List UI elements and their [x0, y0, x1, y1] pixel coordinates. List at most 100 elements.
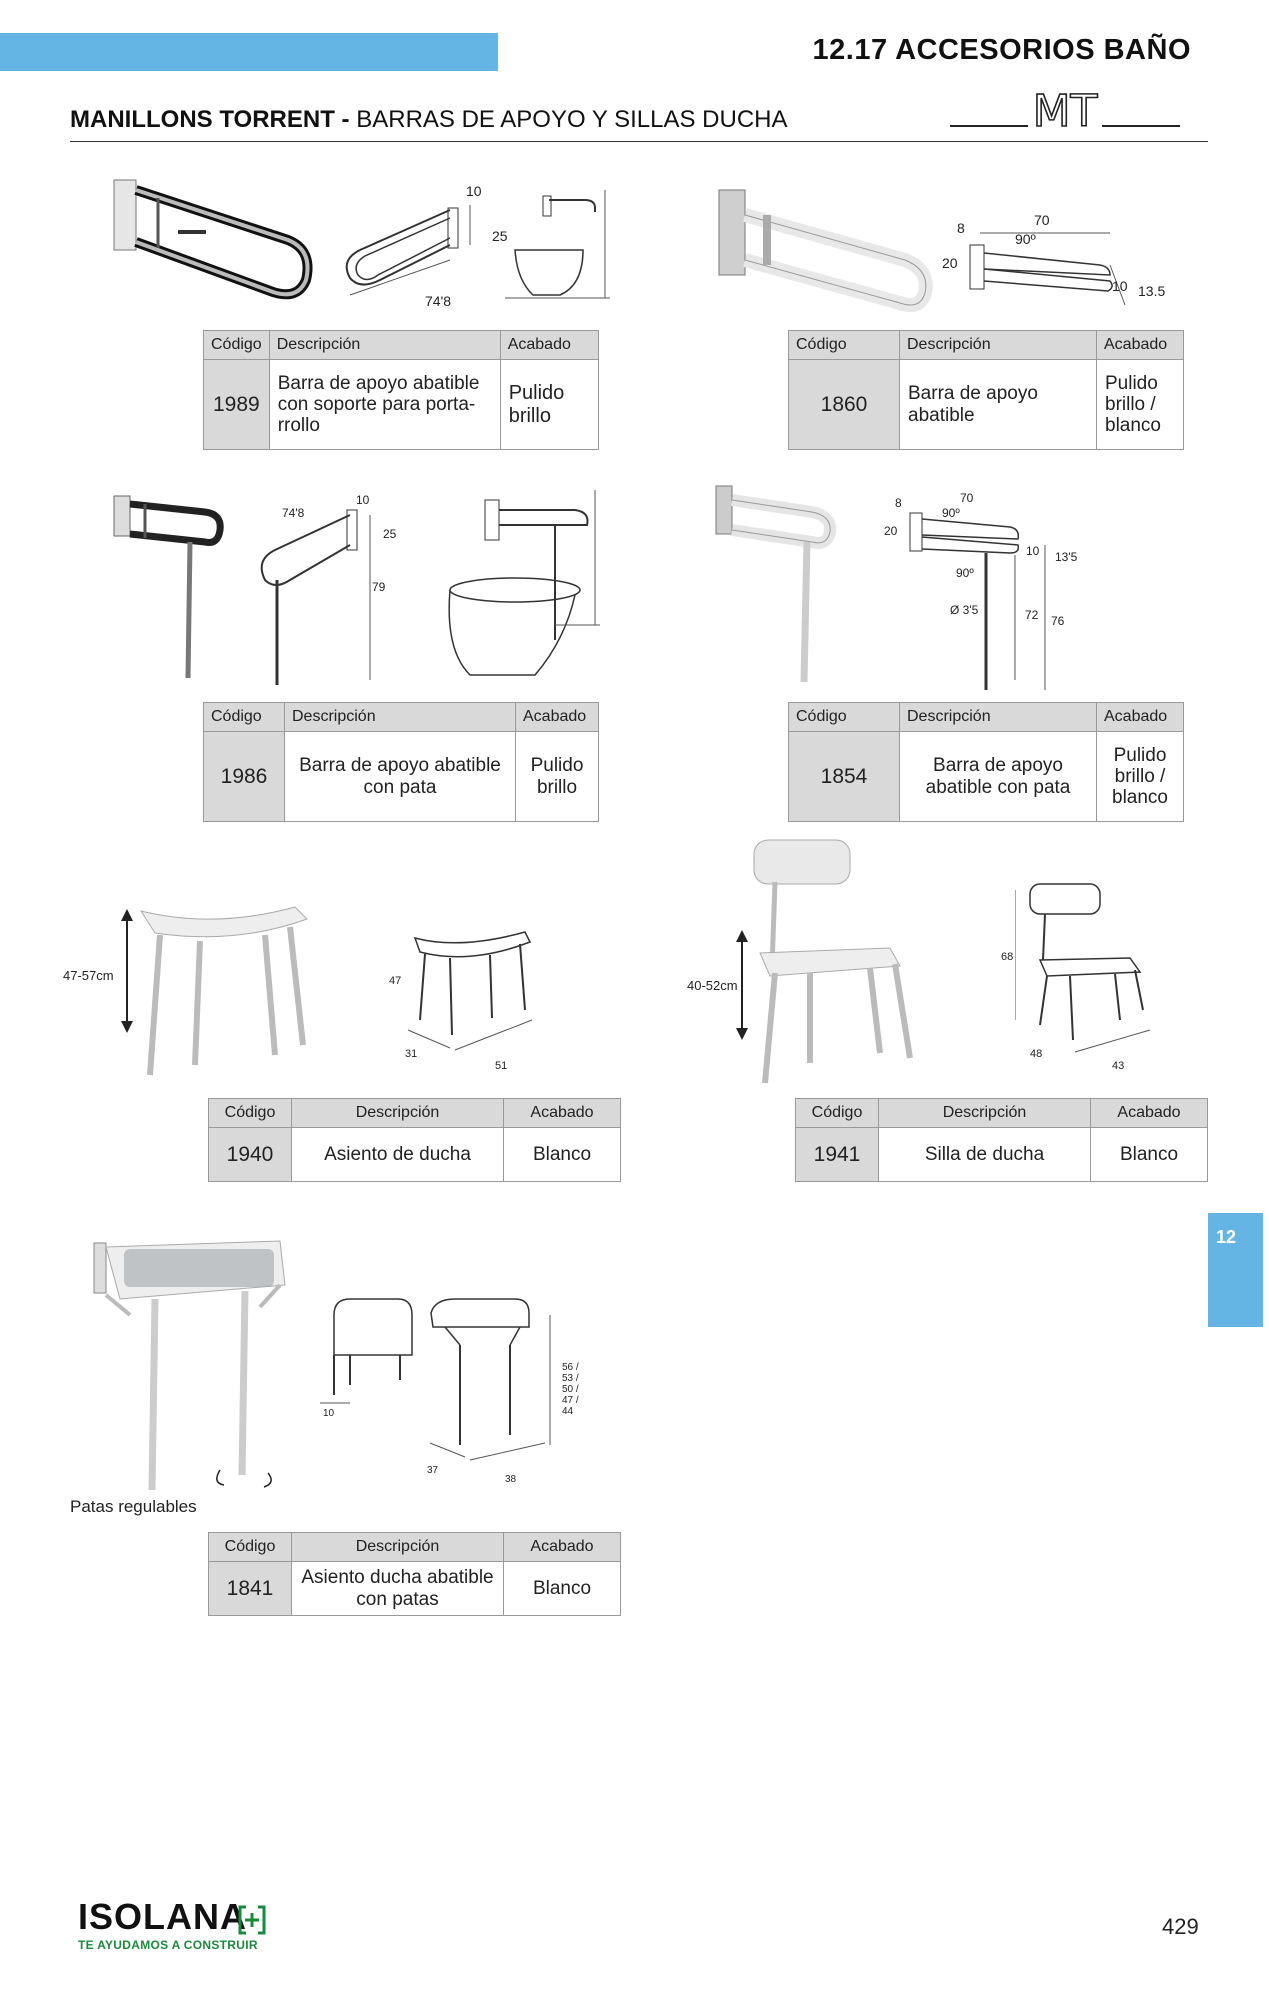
- toilet-1989-drawing: [505, 190, 610, 299]
- height-options: 56 / 53 / 50 / 47 / 44: [562, 1362, 579, 1417]
- dim-label: 37: [427, 1465, 439, 1476]
- col-code: Código: [203, 330, 270, 360]
- col-description: Descripción: [284, 702, 516, 732]
- dim-label: 74'8: [282, 506, 305, 520]
- product-description: Barra de apoyo abatible con pata: [284, 731, 516, 822]
- col-description: Descripción: [268, 330, 501, 360]
- plus-bracket-icon: [238, 1905, 266, 1935]
- dim-label: 38: [505, 1474, 517, 1485]
- product-code: 1986: [203, 731, 285, 822]
- dim-label: 76: [1051, 614, 1065, 628]
- dim-label: 13'5: [1055, 550, 1078, 564]
- product-code: 1989: [203, 359, 270, 450]
- col-code: Código: [203, 702, 285, 732]
- product-finish: Pulido brillo / blanco: [1096, 359, 1184, 450]
- height-option: 56 /: [562, 1362, 579, 1373]
- shower-stool-1940-drawing: [407, 931, 533, 1051]
- col-code: Código: [795, 1098, 879, 1128]
- dim-label: 31: [405, 1048, 418, 1060]
- grab-bar-1989-photo: [113, 179, 313, 300]
- dim-label: 48: [1030, 1048, 1043, 1060]
- dim-label: 70: [960, 491, 974, 505]
- product-description: Asiento de ducha: [291, 1127, 504, 1182]
- page-number: 429: [1162, 1914, 1199, 1939]
- col-description: Descripción: [899, 330, 1097, 360]
- height-option: 50 /: [562, 1384, 579, 1395]
- product-description: Barra de apoyo abatible con pata: [899, 731, 1097, 822]
- product-code: 1941: [795, 1127, 879, 1182]
- col-description: Descripción: [291, 1098, 504, 1128]
- dim-label: 10: [356, 493, 370, 507]
- col-code: Código: [788, 702, 900, 732]
- folding-seat-1841-photo: [93, 1240, 286, 1491]
- chapter-tab: 12: [1208, 1213, 1263, 1327]
- product-finish: Blanco: [1090, 1127, 1208, 1182]
- product-description: Silla de ducha: [878, 1127, 1091, 1182]
- dim-label: 10: [323, 1408, 335, 1419]
- col-code: Código: [208, 1098, 292, 1128]
- logo-tagline: TE AYUDAMOS A CONSTRUIR: [78, 1938, 258, 1952]
- grab-bar-1860-drawing: [969, 232, 1126, 306]
- shower-chair-1941-photo: [736, 839, 913, 1084]
- section-title: 12.17 ACCESORIOS BAÑO: [812, 34, 1191, 66]
- mt-brand-logo: MT: [950, 88, 1180, 132]
- subtitle-category: BARRAS DE APOYO Y SILLAS DUCHA: [356, 106, 788, 133]
- product-code: 1860: [788, 359, 900, 450]
- dim-label: 25: [492, 228, 508, 244]
- dim-label: 74'8: [425, 293, 452, 309]
- grab-bar-1854-photo: [715, 485, 837, 683]
- header-divider: [70, 141, 1208, 142]
- dim-label: 20: [884, 524, 898, 538]
- height-range-label: 47-57cm: [63, 968, 114, 983]
- col-finish: Acabado: [1096, 330, 1184, 360]
- product-finish: Blanco: [503, 1127, 621, 1182]
- col-finish: Acabado: [503, 1532, 621, 1562]
- folding-seat-1841-folded-drawing: [320, 1298, 413, 1404]
- dim-label: 25: [383, 527, 397, 541]
- dim-label: 70: [1034, 212, 1050, 228]
- col-code: Código: [208, 1532, 292, 1562]
- adjustable-legs-caption: Patas regulables: [70, 1497, 197, 1516]
- col-finish: Acabado: [1090, 1098, 1208, 1128]
- product-finish: Pulido brillo: [499, 359, 600, 450]
- product-code: 1854: [788, 731, 900, 822]
- col-code: Código: [788, 330, 900, 360]
- dim-label: 10: [1112, 278, 1128, 294]
- product-description: Asiento ducha abatible con patas: [291, 1561, 504, 1616]
- shower-chair-1941-drawing: [1015, 883, 1151, 1053]
- dim-label: Ø 3'5: [950, 603, 979, 617]
- isolana-logo: ISOLANA: [78, 1896, 247, 1937]
- grab-bar-1989-drawing: [345, 205, 471, 296]
- col-finish: Acabado: [515, 702, 599, 732]
- col-finish: Acabado: [503, 1098, 621, 1128]
- grab-bar-1854-drawing: [909, 512, 1046, 690]
- shower-stool-1940-photo: [121, 906, 308, 1076]
- page-subtitle: MANILLONS TORRENT - BARRAS DE APOYO Y SI…: [70, 106, 788, 134]
- grab-bar-1986-photo: [113, 495, 224, 679]
- dim-label: 90º: [1015, 231, 1036, 247]
- dim-label: 8: [895, 496, 902, 510]
- product-finish: Blanco: [503, 1561, 621, 1616]
- product-description: Barra de apoyo abatible: [899, 359, 1097, 450]
- col-finish: Acabado: [499, 330, 600, 360]
- dim-label: 68: [1001, 951, 1014, 963]
- dim-label: 13.5: [1138, 283, 1166, 299]
- product-finish: Pulido brillo / blanco: [1096, 731, 1184, 822]
- brand-mark: MT: [1033, 88, 1098, 132]
- folding-seat-1841-open-drawing: [429, 1298, 551, 1461]
- height-option: 44: [562, 1406, 574, 1417]
- header-accent-bar: [0, 33, 498, 71]
- chapter-number: 12: [1216, 1227, 1237, 1247]
- col-finish: Acabado: [1096, 702, 1184, 732]
- height-option: 53 /: [562, 1373, 579, 1384]
- product-code: 1940: [208, 1127, 292, 1182]
- subtitle-brand: MANILLONS TORRENT -: [70, 106, 350, 133]
- height-range-label: 40-52cm: [687, 978, 738, 993]
- product-description: Barra de apoyo abatible con soporte para…: [268, 359, 501, 450]
